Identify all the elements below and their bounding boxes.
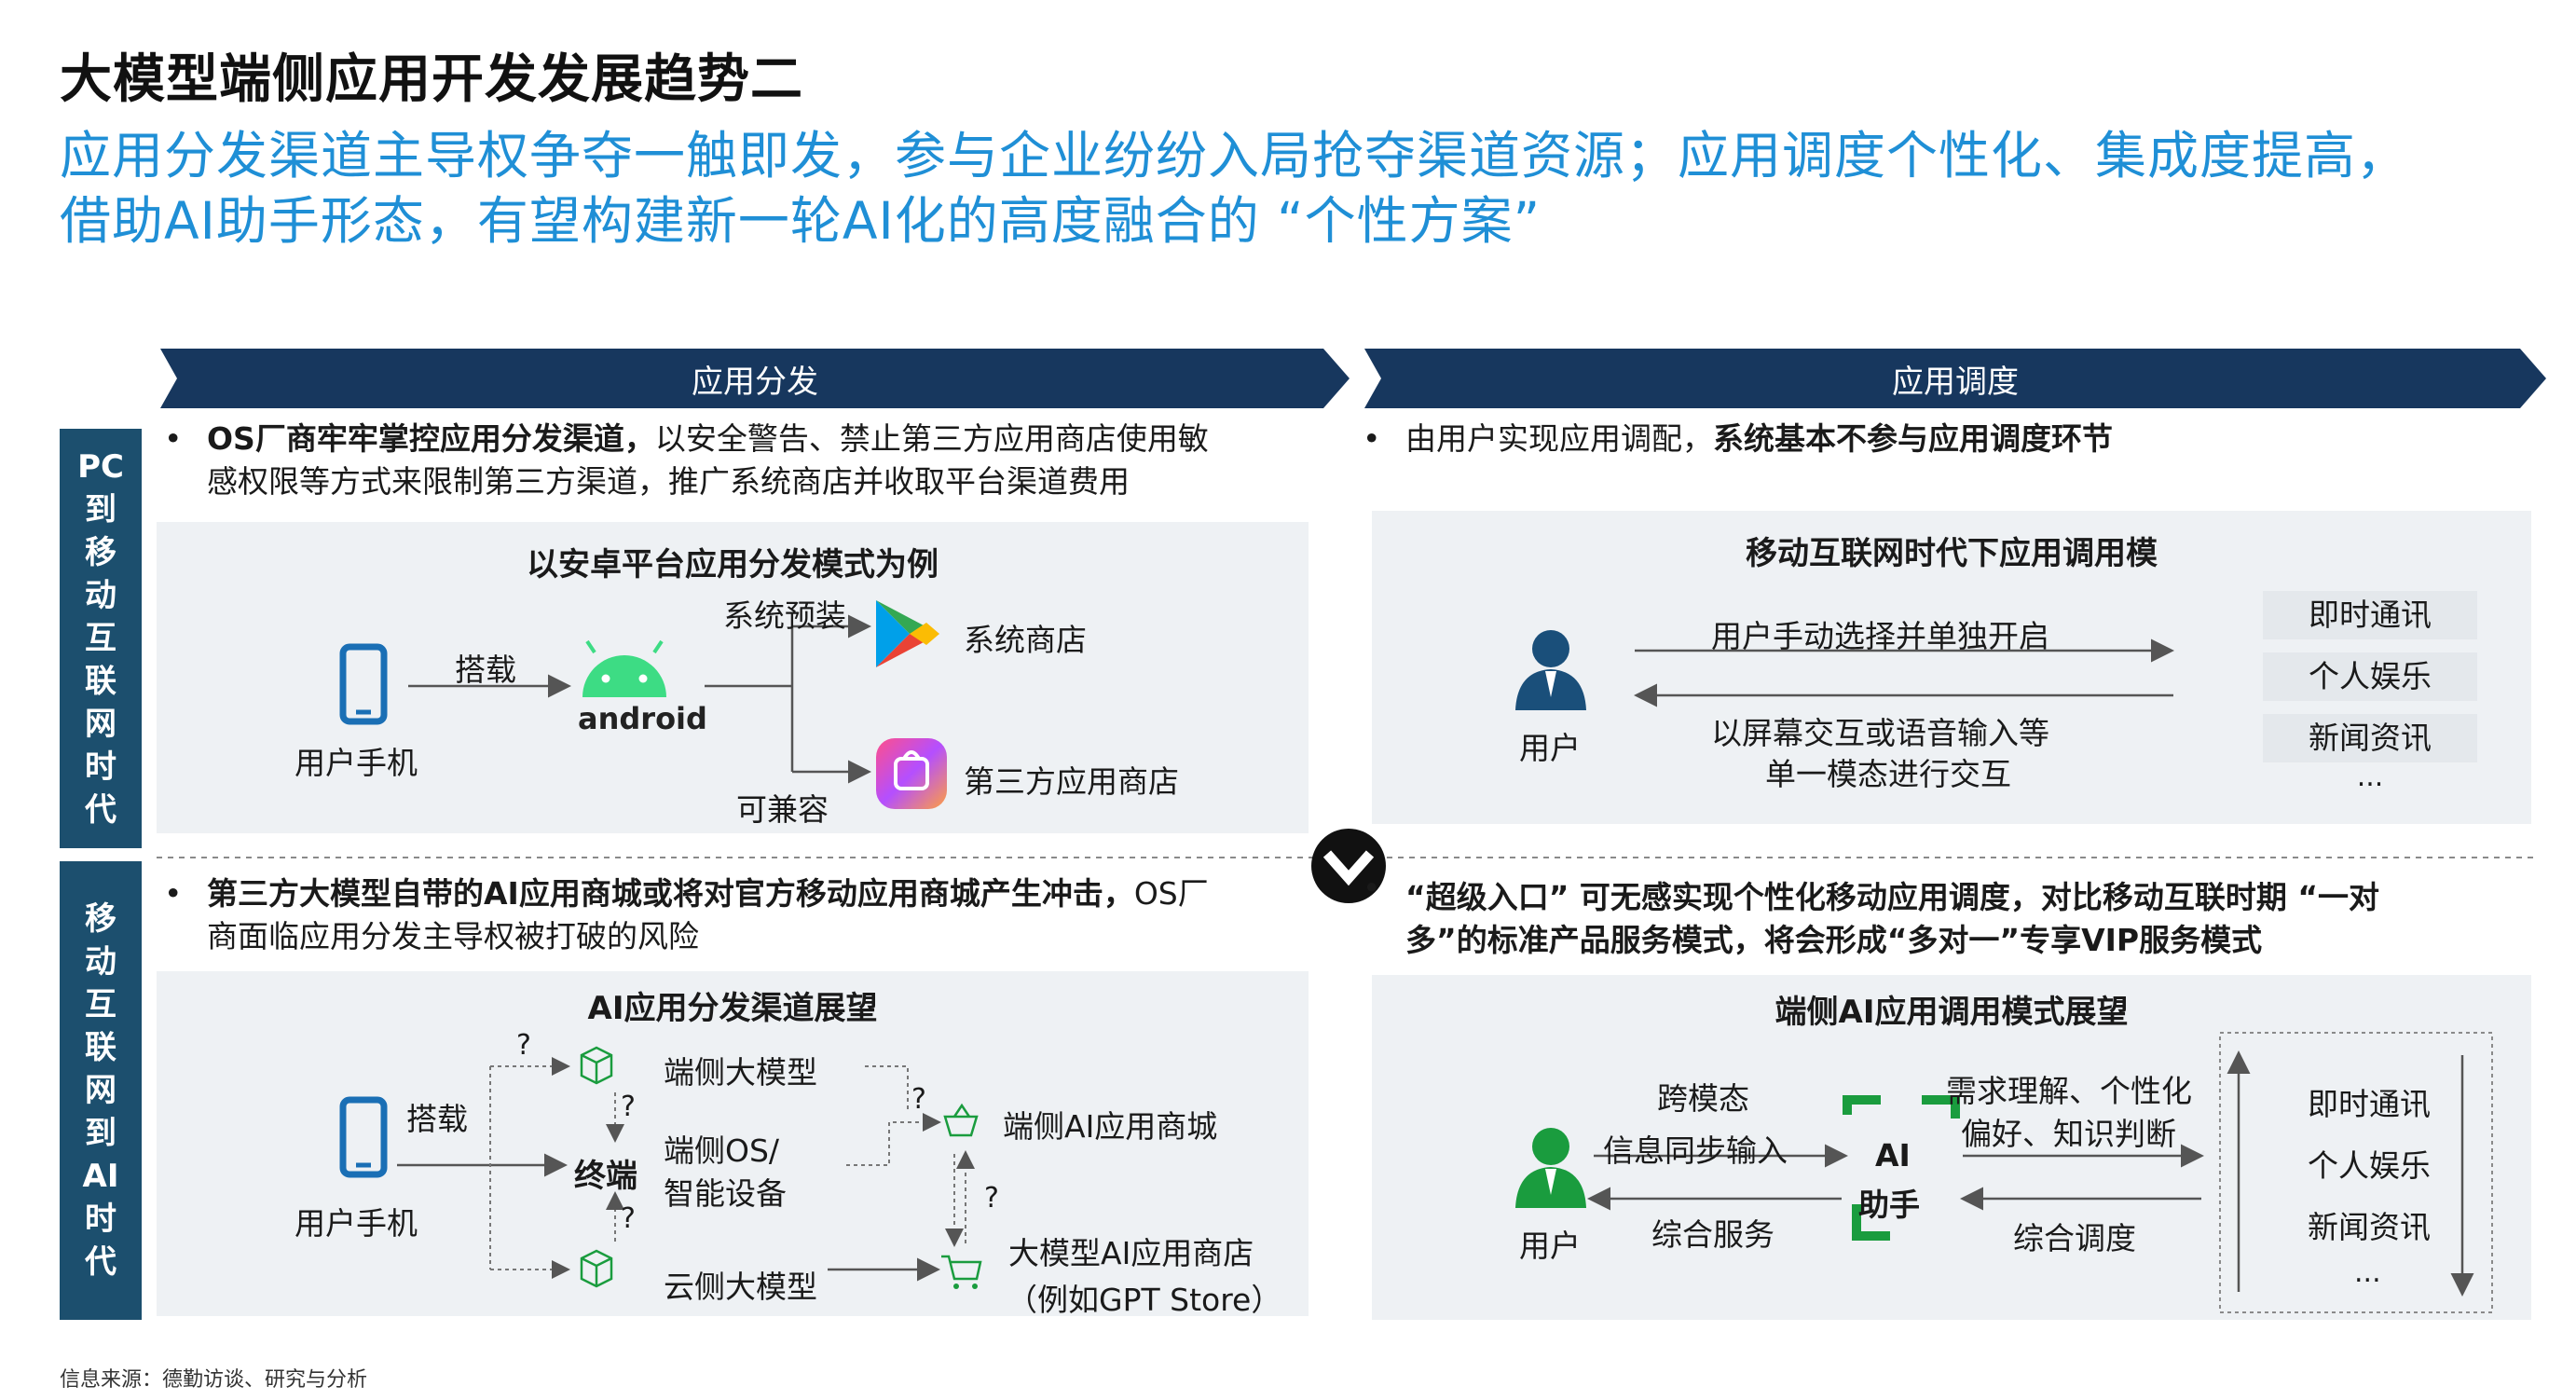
edge-model-label: 端侧大模型 xyxy=(664,1054,817,1091)
ai-right-bullet: • “超级入口” 可无感实现个性化移动应用调度，对比移动互联时期 “一对 多”的… xyxy=(1363,870,2537,962)
ai-carry-label: 搭载 xyxy=(406,1101,468,1137)
user-icon xyxy=(1515,630,1586,710)
mobile-diagram-graphics xyxy=(1515,630,2174,710)
chevron-down-icon xyxy=(1311,829,1386,903)
app-item-entertainment: 个人娱乐 xyxy=(2263,652,2477,701)
banner-shape-right xyxy=(1364,349,2546,408)
shopping-basket-icon xyxy=(943,1103,979,1137)
understanding-label-1: 需求理解、个性化 xyxy=(1946,1073,2192,1109)
app-item-news: 新闻资讯 xyxy=(2263,714,2477,762)
ai-user-label: 用户 xyxy=(1519,1228,1581,1264)
banner-shape-left xyxy=(160,349,1350,408)
android-box-title: 以安卓平台应用分发模式为例 xyxy=(527,546,939,583)
ai-distribution-box xyxy=(157,971,1309,1316)
ai-dist-box-title: AI应用分发渠道展望 xyxy=(587,990,878,1027)
single-modal-label-1: 以屏幕交互或语音输入等 xyxy=(1711,715,2049,751)
big-model-store-label-1: 大模型AI应用商店 xyxy=(1008,1235,1254,1271)
integrated-service-label: 综合服务 xyxy=(1651,1216,1774,1253)
big-model-store-label-2: （例如GPT Store） xyxy=(1007,1282,1282,1318)
question-mark: ? xyxy=(516,1029,531,1062)
single-modal-label-2: 单一模态进行交互 xyxy=(1765,756,2011,792)
phone-icon xyxy=(339,643,388,725)
system-store-label: 系统商店 xyxy=(964,622,1087,658)
app-item-more: ... xyxy=(2356,761,2384,793)
ai-dispatch-diagram-graphics xyxy=(1515,1032,2493,1313)
bullet-dot: • xyxy=(164,420,183,457)
phone-label: 用户手机 xyxy=(295,745,418,781)
preinstall-label: 系统预装 xyxy=(723,597,846,634)
multimodal-label-1: 跨模态 xyxy=(1657,1080,1749,1117)
user-icon xyxy=(1515,1128,1586,1208)
ai-left-bullet: • 第三方大模型自带的AI应用商城或将对官方移动应用商城产生冲击，OS厂 商面临… xyxy=(164,872,1329,958)
question-mark: ? xyxy=(984,1182,999,1215)
android-distribution-box xyxy=(157,522,1309,833)
subtitle-line-1: 应用分发渠道主导权争夺一触即发，参与企业纷纷入局抢夺渠道资源；应用调度个性化、集… xyxy=(60,126,2409,185)
ai-app-item-entertainment: 个人娱乐 xyxy=(2308,1147,2431,1184)
edge-os-label-2: 智能设备 xyxy=(664,1175,787,1212)
ai-dist-diagram-graphics xyxy=(339,1046,982,1289)
third-party-store-icon xyxy=(876,738,947,809)
page-title: 大模型端侧应用开发发展趋势二 xyxy=(60,49,803,110)
ai-assistant-label-2: 助手 xyxy=(1858,1187,1920,1223)
cube-icon xyxy=(580,1249,613,1288)
ai-phone-label: 用户手机 xyxy=(295,1205,418,1242)
shopping-cart-icon xyxy=(941,1255,982,1289)
pc-left-bullet: • OS厂商牢牢掌控应用分发渠道，以安全警告、禁止第三方应用商店使用敏 感权限等… xyxy=(164,418,1329,503)
ai-dispatch-box-title: 端侧AI应用调用模式展望 xyxy=(1774,994,2129,1031)
ai-app-item-news: 新闻资讯 xyxy=(2308,1209,2431,1245)
cube-icon xyxy=(580,1046,613,1085)
android-wordmark: android xyxy=(578,701,707,736)
user-label: 用户 xyxy=(1519,730,1581,766)
play-store-icon xyxy=(876,600,939,667)
pc-right-bullet: • 由用户实现应用调配，系统基本不参与应用调度环节 xyxy=(1363,418,2537,460)
third-party-store-label: 第三方应用商店 xyxy=(964,763,1179,800)
android-logo-icon xyxy=(582,639,666,697)
manual-select-label: 用户手动选择并单独开启 xyxy=(1711,618,2049,654)
source-note: 信息来源：德勤访谈、研究与分析 xyxy=(60,1368,368,1392)
phone-icon xyxy=(339,1096,388,1178)
ai-assistant-label-1: AI xyxy=(1875,1137,1911,1174)
ai-app-item-more: ... xyxy=(2354,1256,2381,1289)
terminal-label: 终端 xyxy=(574,1158,637,1195)
carry-label: 搭载 xyxy=(455,652,516,688)
integrated-dispatch-label: 综合调度 xyxy=(2013,1220,2136,1256)
multimodal-label-2: 信息同步输入 xyxy=(1603,1132,1788,1169)
bullet-dot: • xyxy=(1363,870,1381,906)
compatible-label: 可兼容 xyxy=(736,791,829,828)
mobile-box-title: 移动互联网时代下应用调用模 xyxy=(1746,535,2158,572)
edge-os-label-1: 端侧OS/ xyxy=(664,1132,780,1169)
cloud-model-label: 云侧大模型 xyxy=(664,1269,817,1305)
bullet-dot: • xyxy=(164,875,183,912)
edge-ai-store-label: 端侧AI应用商城 xyxy=(1003,1108,1218,1145)
understanding-label-2: 偏好、知识判断 xyxy=(1961,1116,2176,1152)
question-mark: ? xyxy=(621,1202,636,1235)
assistant-bracket-icon xyxy=(1843,1095,1960,1241)
question-mark: ? xyxy=(621,1091,636,1123)
bullet-dot: • xyxy=(1363,420,1381,457)
ai-app-item-im: 即时通讯 xyxy=(2308,1086,2431,1122)
subtitle-line-2: 借助AI助手形态，有望构建新一轮AI化的高度融合的 “个性方案” xyxy=(60,191,1541,251)
android-diagram-graphics xyxy=(339,600,947,809)
question-mark: ? xyxy=(911,1083,926,1116)
app-item-im: 即时通讯 xyxy=(2263,591,2477,639)
banner-app-distribution: 应用分发 xyxy=(692,363,818,401)
banner-app-dispatch: 应用调度 xyxy=(1892,363,2019,401)
